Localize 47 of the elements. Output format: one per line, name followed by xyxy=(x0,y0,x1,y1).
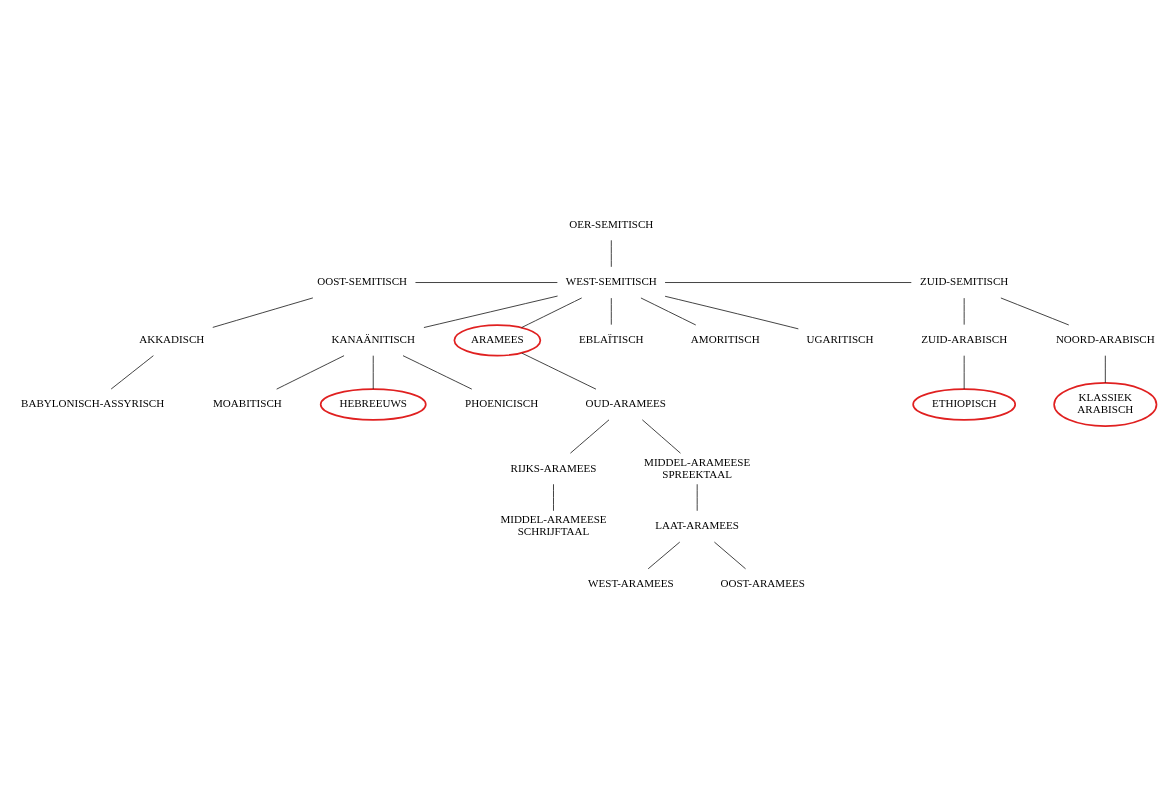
connector xyxy=(110,354,154,389)
connector xyxy=(713,541,746,569)
connector xyxy=(415,281,558,283)
connector xyxy=(276,354,345,390)
node-text: ZUID-ARABISCH xyxy=(921,332,1008,345)
connector xyxy=(1000,297,1070,325)
node-text: PHOENICISCH xyxy=(465,396,539,409)
node-text: KANAÄNITISCH xyxy=(331,332,415,345)
connector xyxy=(610,297,612,325)
node-text: WEST-ARAMEES xyxy=(588,576,674,589)
connector xyxy=(1104,354,1106,383)
node-text: AMORITISCH xyxy=(690,332,760,345)
connector xyxy=(212,296,314,328)
node-text: EBLAÏTISCH xyxy=(579,332,644,345)
node-ellipse: ETHIOPISCH xyxy=(912,387,1017,421)
node-text: OUD-ARAMEES xyxy=(585,396,666,409)
node-text: OOST-SEMITISCH xyxy=(317,274,408,287)
connector xyxy=(570,418,610,454)
node-ellipse: ARAMEES xyxy=(453,323,542,356)
node-text: WEST-SEMITISCH xyxy=(565,274,657,287)
connector xyxy=(372,354,374,389)
node-text: AKKADISCH xyxy=(139,332,205,345)
connector xyxy=(553,483,554,511)
node-text: RIJKS-ARAMEES xyxy=(510,461,597,474)
node-text: ZUID-SEMITISCH xyxy=(919,274,1009,287)
node-ellipse: KLASSIEK ARABISCH xyxy=(1053,381,1158,427)
node-text: LAAT-ARAMEES xyxy=(655,518,740,531)
connector xyxy=(641,418,681,454)
connector xyxy=(521,352,597,390)
node-text: OOST-ARAMEES xyxy=(720,576,805,589)
node-text: UGARITISCH xyxy=(806,332,874,345)
node-text: OER-SEMITISCH xyxy=(569,217,654,230)
connector xyxy=(640,297,697,325)
node-text: MIDDEL-ARAMEESE SPREEKTAAL xyxy=(644,455,751,479)
node-text: NOORD-ARABISCH xyxy=(1055,332,1155,345)
connector xyxy=(521,297,583,328)
node-text: MOABITISCH xyxy=(213,396,282,409)
connector xyxy=(647,541,681,569)
connector xyxy=(610,239,612,267)
connector xyxy=(423,295,558,328)
node-text: MIDDEL-ARAMEESE SCHRIJFTAAL xyxy=(500,512,607,537)
connector xyxy=(402,354,473,390)
connector xyxy=(664,281,912,283)
connector xyxy=(963,354,965,389)
node-text: BABYLONISCH-ASSYRISCH xyxy=(21,396,165,409)
node-ellipse: HEBREEUWS xyxy=(319,387,427,421)
connector xyxy=(664,295,799,329)
